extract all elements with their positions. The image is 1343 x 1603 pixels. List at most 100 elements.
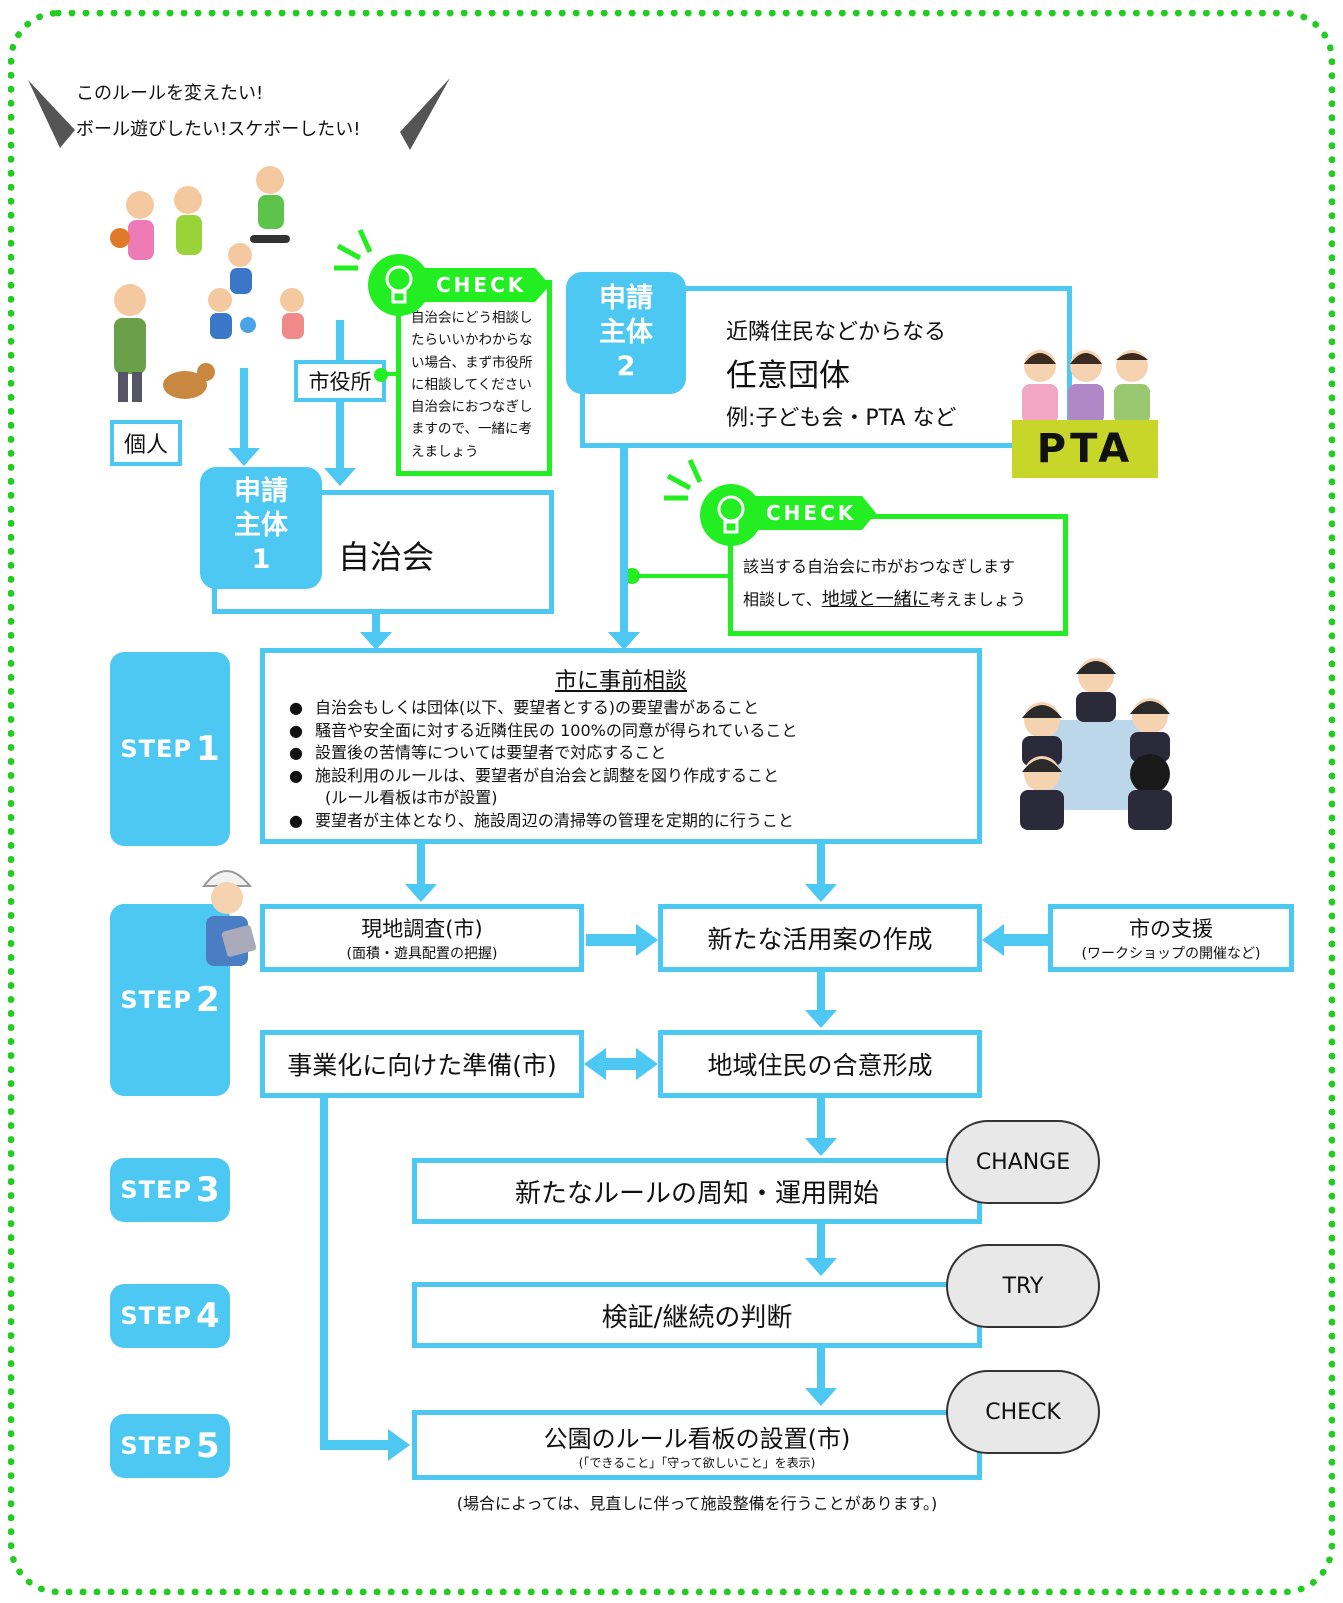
step-label: STEP: [120, 735, 192, 763]
step1-title: 市に事前相談: [554, 669, 687, 694]
check2-line2-underline: 地域と一緒に: [821, 589, 930, 610]
arrow-city-shaft-top: [336, 320, 344, 360]
step5-title: 公園のルール看板の設置(市): [543, 1425, 851, 1453]
outer-frame: [8, 10, 1335, 1595]
arrow-step3-step4-head: [805, 1258, 837, 1276]
footnote: (場合によっては、見直しに伴って施設整備を行うことがあります。): [456, 1494, 938, 1513]
check1-dot: [374, 368, 388, 382]
check2-line2-pre: 相談して、: [743, 590, 822, 609]
step-number: 3: [195, 1170, 220, 1210]
arrow-plan-consensus-head: [805, 1010, 837, 1028]
survey-title: 現地調査(市): [361, 917, 483, 941]
check2-line2-post: 考えましょう: [929, 590, 1026, 609]
arrow-plan-consensus-shaft: [817, 972, 825, 1012]
arrow-bidir-right-head: [636, 1048, 658, 1080]
step1-item: 施設利用のルールは、要望者が自治会と調整を図り作成すること: [289, 765, 977, 788]
arrow-applicant2-shaft: [620, 448, 628, 634]
step1-item: 騒音や安全面に対する近隣住民の 100%の同意が得られていること: [289, 720, 977, 743]
check1-line: えましょう: [411, 443, 479, 460]
label-kojin: 個人: [110, 420, 182, 466]
applicant2-line3: 例:子ども会・PTA など: [726, 406, 957, 431]
speech-line-1: このルールを変えたい!: [76, 83, 264, 104]
step-number: 1: [195, 729, 220, 769]
check1-line: い場合、まず市役所: [411, 354, 533, 371]
step-number: 4: [195, 1296, 220, 1336]
check2-connector: [630, 574, 730, 578]
check2-line2: 相談して、地域と一緒に考えましょう: [743, 585, 1026, 611]
check2-box: 該当する自治会に市がおつなぎします 相談して、地域と一緒に考えましょう: [728, 514, 1068, 636]
step-number: 2: [195, 980, 220, 1020]
support-box: 市の支援 (ワークショップの開催など): [1048, 904, 1294, 972]
arrow-bidir-left-head: [584, 1048, 606, 1080]
arrow-bidir-shaft: [604, 1058, 638, 1070]
step5-sub: (「できること」「守って欲しいこと」を表示): [578, 1456, 816, 1470]
arrow-applicant1-shaft: [372, 614, 380, 634]
applicant1-tab: 申請 主体 1: [200, 467, 322, 589]
pta-illustration: [1022, 350, 1150, 424]
arrow-kojin-shaft: [240, 368, 248, 450]
survey-sub: (面積・遊具配置の把握): [346, 946, 498, 962]
arrow-s1-plan-shaft: [817, 844, 825, 888]
arrow-kojin-head: [228, 448, 260, 466]
applicant2-tab-line: 2: [616, 351, 636, 382]
cloud-change: CHANGE: [946, 1120, 1100, 1204]
step-label: STEP: [120, 1302, 192, 1330]
check2-dot: [624, 568, 640, 584]
arrow-support-head: [982, 924, 1004, 956]
check1-line: 自治会にどう相談し: [411, 310, 533, 326]
children-illustration: [110, 166, 304, 402]
arrow-consensus-step3-head: [805, 1138, 837, 1156]
arrow-survey-plan-head: [636, 924, 658, 956]
check2-line1: 該当する自治会に市がおつなぎします: [743, 557, 1016, 576]
label-shiyakusho: 市役所: [294, 360, 386, 402]
arrow-city-head: [324, 468, 356, 486]
step5-box: 公園のルール看板の設置(市) (「できること」「守って欲しいこと」を表示): [412, 1410, 982, 1480]
arrow-step4-step5-head: [805, 1388, 837, 1406]
prep-line-head: [388, 1429, 410, 1461]
arrow-applicant1-head: [360, 632, 392, 650]
arrow-s1-survey-head: [405, 884, 437, 902]
speech-text: このルールを変えたい! ボール遊びしたい!スケボーしたい!: [76, 76, 360, 148]
arrow-s1-survey-shaft: [417, 844, 425, 888]
prep-line-vertical: [320, 1098, 328, 1448]
arrow-step3-step4-shaft: [817, 1224, 825, 1260]
step1-item: 設置後の苦情等については要望者で対応すること: [289, 742, 977, 765]
step1-item: 自治会もしくは団体(以下、要望者とする)の要望書があること: [289, 697, 977, 720]
consensus-box: 地域住民の合意形成: [658, 1030, 982, 1098]
worker-illustration: [202, 870, 257, 966]
check1-box: 自治会にどう相談し たらいいかわからな い場合、まず市役所 に相談してください …: [396, 280, 552, 476]
prep-box: 事業化に向けた準備(市): [260, 1030, 584, 1098]
applicant1-tab-line: 1: [251, 544, 271, 575]
cloud-try: TRY: [946, 1244, 1100, 1328]
check1-line: に相談してください: [411, 376, 532, 393]
applicant1-tab-line: 申請: [234, 476, 288, 507]
cloud-check: CHECK: [946, 1370, 1100, 1454]
prep-line-horizontal: [320, 1440, 390, 1450]
plan-box: 新たな活用案の作成: [658, 904, 982, 972]
applicant1-tab-line: 主体: [234, 510, 288, 541]
check1-spark-icon: [334, 228, 373, 271]
support-title: 市の支援: [1129, 917, 1213, 941]
applicant2-tab-line: 主体: [599, 317, 653, 348]
arrow-consensus-step3-shaft: [817, 1098, 825, 1140]
speech-line-2: ボール遊びしたい!スケボーしたい!: [76, 119, 361, 140]
check2-spark-icon: [664, 458, 703, 501]
check1-line: ますので、一緒に考: [411, 421, 532, 438]
applicant2-line1: 近隣住民などからなる: [726, 320, 947, 345]
support-sub: (ワークショップの開催など): [1081, 946, 1261, 962]
pta-sign: PTA: [1012, 420, 1158, 478]
speech-marks: [28, 78, 450, 150]
step1-box: 市に事前相談 自治会もしくは団体(以下、要望者とする)の要望書があること 騒音や…: [260, 648, 982, 844]
step-number: 5: [195, 1426, 220, 1466]
applicant1-name: 自治会: [338, 538, 435, 576]
step1-list: 自治会もしくは団体(以下、要望者とする)の要望書があること 騒音や安全面に対する…: [265, 697, 977, 832]
step1-sub: (ルール看板は市が設置): [325, 788, 498, 807]
applicant2-line2: 任意団体: [726, 358, 850, 394]
applicant2-tab-line: 申請: [599, 283, 653, 314]
arrow-s1-plan-head: [805, 884, 837, 902]
arrow-survey-plan-shaft: [586, 934, 638, 946]
